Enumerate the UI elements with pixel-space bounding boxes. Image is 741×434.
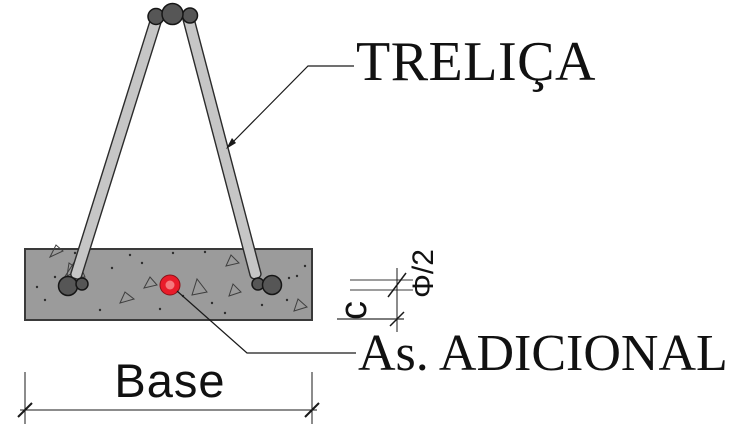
additional-rebar-dot xyxy=(159,274,181,296)
additional-steel-label: As. ADICIONAL xyxy=(358,325,728,382)
apex-node-right-circle xyxy=(181,7,199,24)
right-anchor-large-circle xyxy=(261,274,283,296)
truss-left-bar xyxy=(70,12,163,280)
truss-bottom-nodes xyxy=(57,274,283,297)
base-right-tick xyxy=(304,402,320,418)
cover-label: c xyxy=(333,301,375,320)
trelica-leader-arrow-icon xyxy=(226,138,236,149)
left-anchor-small-circle xyxy=(75,277,89,291)
base-label: Base xyxy=(114,354,225,407)
cover-dimension-tick xyxy=(389,311,405,327)
side-dimension: Φ/2 c xyxy=(333,249,440,332)
base-left-tick xyxy=(17,402,33,418)
truss-label: TRELIÇA xyxy=(356,31,596,93)
half-diameter-label: Φ/2 xyxy=(407,249,440,298)
left-anchor-large-circle xyxy=(57,275,79,297)
apex-node-center-circle xyxy=(161,2,184,26)
concrete-texture-dots xyxy=(35,250,307,315)
trelica-leader xyxy=(226,65,354,149)
phi-dimension-tick xyxy=(387,272,407,298)
truss-right-bar xyxy=(182,12,262,280)
adicional-leader xyxy=(176,290,356,354)
truss-apex-nodes xyxy=(147,2,199,26)
base-dimension: Base xyxy=(17,354,320,424)
